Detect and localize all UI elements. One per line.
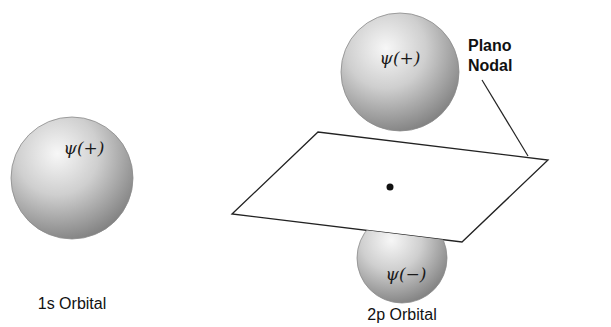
s-orbital-sphere: ψ(+) [10,116,134,240]
sphere-body [341,13,459,131]
orbital-caption: 1s Orbital [38,294,106,314]
sphere-shape [340,12,460,132]
nucleus-dot [387,184,394,191]
sphere-body [11,117,133,239]
plane-label: Plano Nodal [468,36,538,76]
orbital-caption: 2p Orbital [367,305,436,325]
wavefunction-sign: ψ(−) [356,264,448,284]
wavefunction-sign: ψ(+) [10,138,134,158]
wavefunction-sign: ψ(+) [340,48,460,68]
p-orbital-lower-lobe: ψ(−) [356,212,448,304]
sphere-body [357,213,447,303]
leader-line [482,80,528,156]
sphere-shape [356,212,448,304]
sphere-shape [10,116,134,240]
nodal-plane [232,132,548,242]
p-orbital-upper-lobe: ψ(+) [340,12,460,132]
